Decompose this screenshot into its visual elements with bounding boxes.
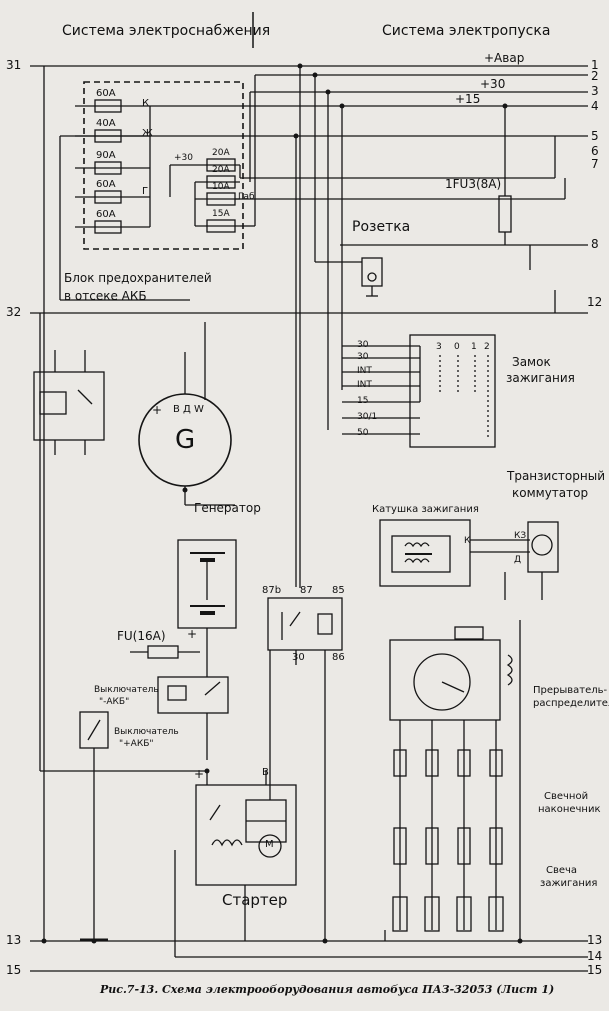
- fuse-rating-4: 60А: [96, 179, 116, 190]
- wire-label-32: 32: [6, 305, 22, 319]
- fuse-rating-2: 40А: [96, 118, 116, 129]
- fuse-rating-20a-1: 20А: [212, 148, 230, 158]
- relay-terminal-86: 86: [332, 652, 345, 663]
- fuse-block-label-2: в отсеке АКБ: [64, 289, 147, 303]
- starter-terminal-b: В: [262, 767, 269, 778]
- fuse-rating-15a: 15А: [212, 209, 230, 219]
- lock-terminal-15: 15: [357, 396, 369, 406]
- plug-cap-label: Свечной: [544, 791, 589, 802]
- transistor-label-2: коммутатор: [512, 486, 589, 500]
- fuse-code-2: Ж: [142, 128, 153, 139]
- lock-label: Замок: [512, 355, 551, 369]
- power-system-title: Система электроснабжения: [62, 23, 271, 39]
- fuse-rating-10a: 10А: [212, 182, 230, 192]
- generator-terminals: В Д W: [173, 404, 204, 415]
- fuse-plus30-label: +30: [174, 153, 193, 163]
- spark-plug-label-2: зажигания: [540, 878, 598, 889]
- gab-label: Габ: [238, 192, 255, 202]
- wire-label-6: 6: [591, 144, 599, 158]
- relay-terminal-85: 85: [332, 585, 345, 596]
- lock-position-1: 1: [471, 342, 477, 352]
- fuse-code-4: Г: [142, 186, 149, 197]
- socket-label: Розетка: [352, 219, 411, 235]
- starter-plus: +: [194, 767, 205, 781]
- figure-caption: Рис.7-13. Схема электрооборудования авто…: [100, 983, 555, 996]
- battery-plus: +: [187, 627, 198, 641]
- lock-terminal-30-a: 30: [357, 340, 369, 350]
- wire-label-7: 7: [591, 157, 599, 171]
- lock-label-2: зажигания: [506, 371, 575, 385]
- wire-label-1: 1: [591, 58, 599, 72]
- fuse-rating-5: 60А: [96, 209, 116, 220]
- fuse-rating-3: 90А: [96, 150, 116, 161]
- starter-motor-m: М: [265, 839, 274, 850]
- bus-avar-label: +Авар: [484, 51, 525, 65]
- wire-label-12: 12: [587, 295, 603, 309]
- wire-label-13: 13: [6, 933, 22, 947]
- lock-terminal-30-b: 30: [357, 352, 369, 362]
- relay-terminal-87: 87: [300, 585, 313, 596]
- lock-position-0: 0: [454, 342, 460, 352]
- fu3-label: 1FU3(8А): [445, 177, 502, 191]
- plug-cap-label-2: наконечник: [538, 804, 601, 815]
- starter-label: Стартер: [222, 891, 288, 909]
- fuse-rating-20a-2: 20А: [212, 165, 230, 175]
- fuse-block-label: Блок предохранителей: [64, 271, 212, 285]
- lock-position-3: 3: [436, 342, 442, 352]
- commutator-terminal-k3: КЗ: [514, 531, 527, 541]
- switch-plus-label: Выключатель: [114, 727, 179, 737]
- generator-label: Генератор: [194, 501, 261, 515]
- wire-label-4: 4: [591, 99, 599, 113]
- switch-minus-label-2: "-АКБ": [99, 697, 130, 707]
- relay-terminal-87b: 87b: [262, 585, 282, 596]
- lock-terminal-int-b: INT: [357, 380, 372, 390]
- wire-label-15-right: 15: [587, 963, 603, 977]
- switch-plus-label-2: "+АКБ": [119, 739, 154, 749]
- bus-15-label: +15: [455, 92, 481, 106]
- generator-letter: G: [175, 425, 196, 455]
- fuse-code-1: К: [142, 98, 150, 109]
- distributor-label: Прерыватель-: [533, 685, 608, 696]
- relay-terminal-30: 30: [292, 652, 305, 663]
- ign-coil-label: Катушка зажигания: [372, 504, 479, 515]
- lock-terminal-30-1: 30/1: [357, 412, 378, 422]
- wire-label-15: 15: [6, 963, 22, 977]
- wire-label-8: 8: [591, 237, 599, 251]
- generator-plus: +: [152, 403, 163, 417]
- spark-plug-label: Свеча: [546, 865, 578, 876]
- coil-terminal-k: К: [464, 536, 471, 546]
- fuse-rating-1: 60А: [96, 88, 116, 99]
- start-system-title: Система электропуска: [382, 23, 551, 39]
- wire-label-5: 5: [591, 129, 599, 143]
- wire-label-31: 31: [6, 58, 22, 72]
- wire-label-13-right: 13: [587, 933, 603, 947]
- fu16-label: FU(16А): [117, 629, 166, 643]
- switch-minus-label: Выключатель: [94, 685, 159, 695]
- transistor-label: Транзисторный: [507, 469, 605, 483]
- commutator-terminal-d: Д: [514, 555, 522, 565]
- wire-label-14: 14: [587, 949, 603, 963]
- wire-label-2: 2: [591, 69, 599, 83]
- wire-label-3: 3: [591, 84, 599, 98]
- lock-position-2: 2: [484, 342, 490, 352]
- lock-terminal-int-a: INT: [357, 366, 372, 376]
- distributor-label-2: распределитель: [533, 698, 609, 709]
- bus-30-label: +30: [480, 77, 506, 91]
- lock-terminal-50: 50: [357, 428, 369, 438]
